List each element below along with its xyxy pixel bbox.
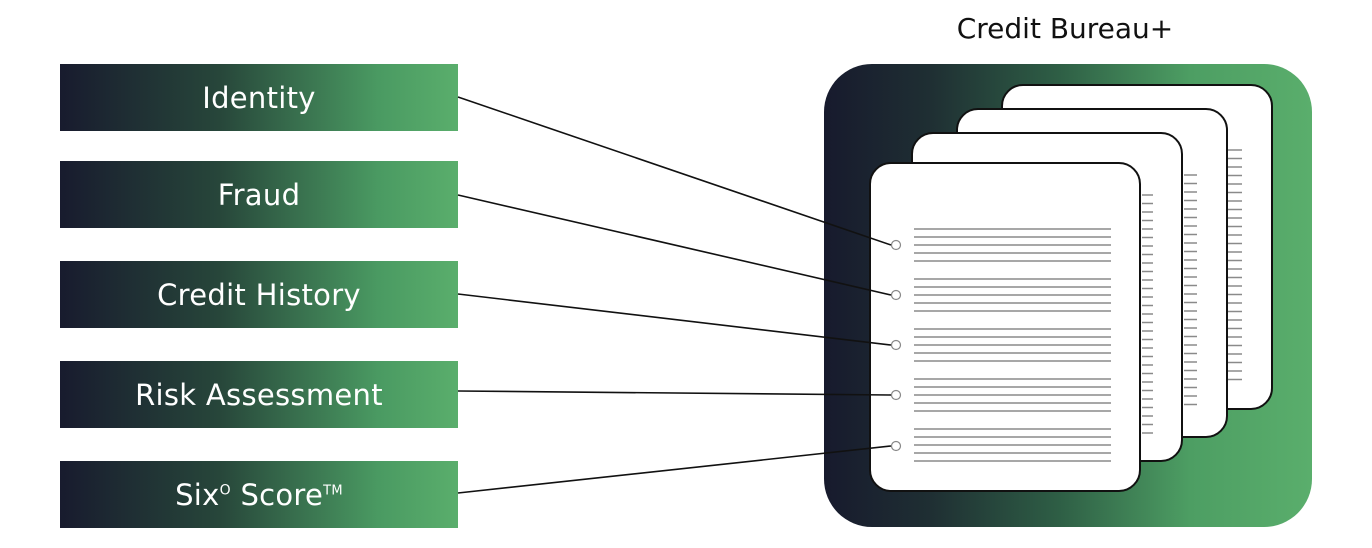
category-six-score: SixO ScoreTM xyxy=(60,461,458,528)
category-label: SixO ScoreTM xyxy=(175,477,343,512)
category-label: Risk Assessment xyxy=(135,377,383,412)
category-credit-history: Credit History xyxy=(60,261,458,328)
category-label: Fraud xyxy=(217,177,301,212)
document-card-front xyxy=(869,162,1141,492)
category-identity: Identity xyxy=(60,64,458,131)
trademark-symbol: TM xyxy=(323,482,343,498)
bureau-title: Credit Bureau+ xyxy=(956,12,1174,45)
category-label: Identity xyxy=(202,80,316,115)
category-label: Credit History xyxy=(157,277,361,312)
category-fraud: Fraud xyxy=(60,161,458,228)
degree-superscript: O xyxy=(219,481,231,498)
category-risk-assessment: Risk Assessment xyxy=(60,361,458,428)
